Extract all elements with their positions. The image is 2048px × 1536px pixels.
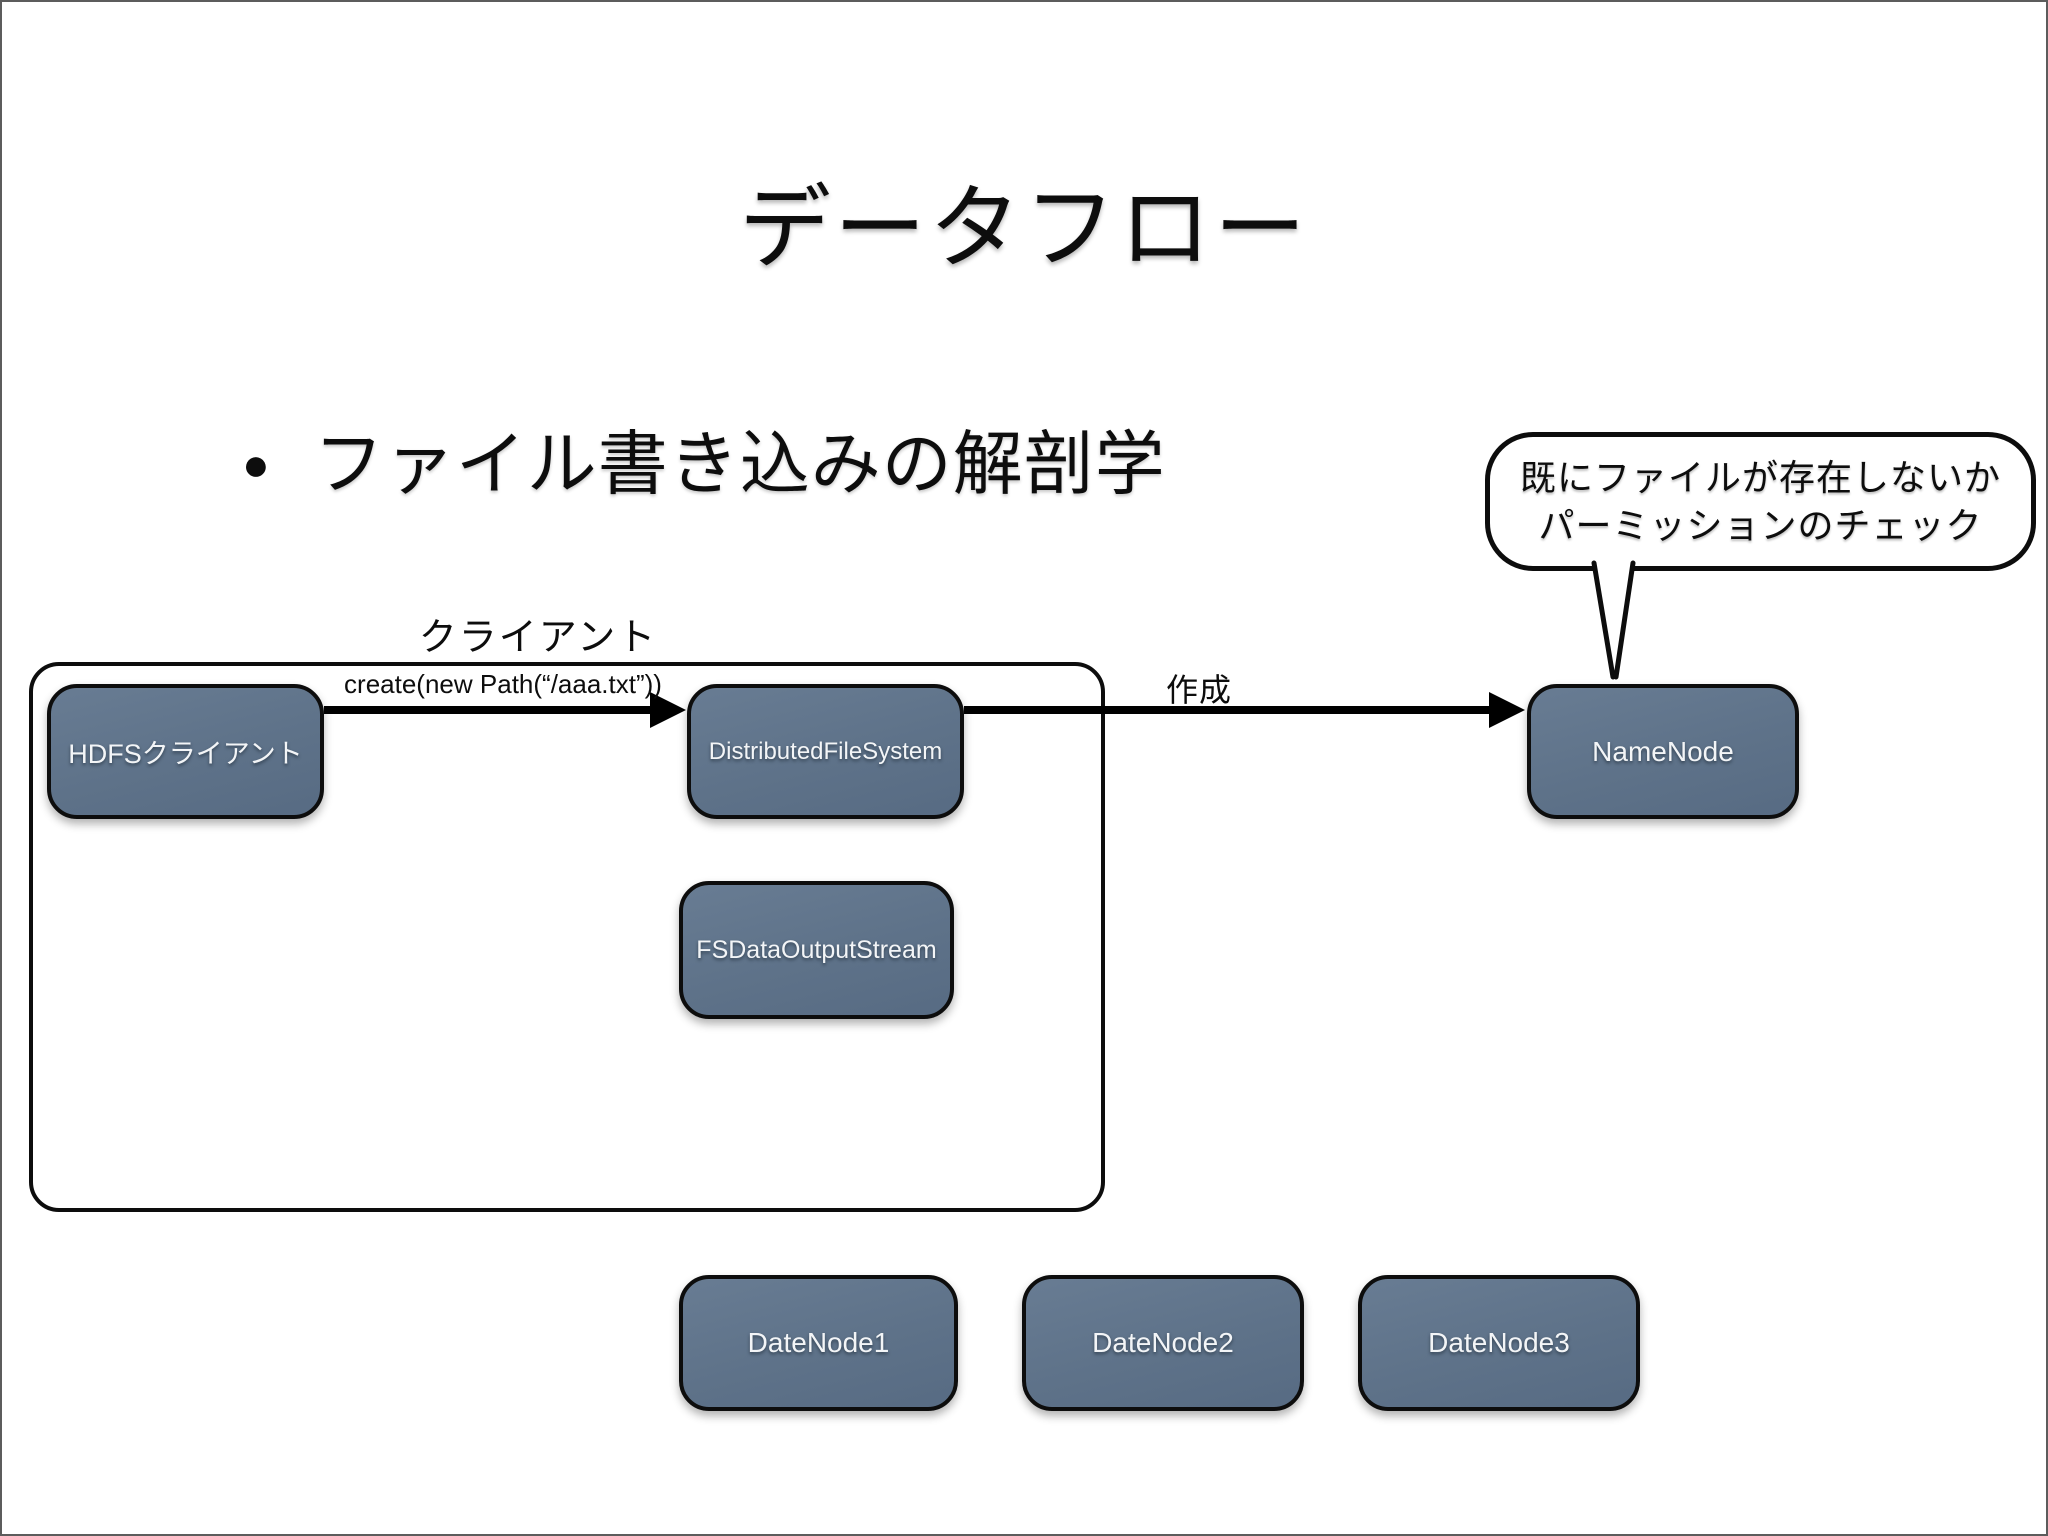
node-hdfs-client: HDFSクライアント (47, 684, 324, 819)
bullet-item: ● ファイル書き込みの解剖学 (242, 408, 1166, 509)
create-call-label: create(new Path(“/aaa.txt”)) (344, 669, 662, 699)
node-fs-data-output-stream: FSDataOutputStream (679, 881, 954, 1019)
callout-line-1: 既にファイルが存在しないか (1519, 456, 2001, 498)
client-group-label: クライアント (418, 617, 658, 659)
node-datenode1: DateNode1 (679, 1275, 958, 1411)
bullet-icon: ● (242, 437, 270, 490)
callout-line-2: パーミッションのチェック (1538, 505, 1983, 546)
node-datenode2: DateNode2 (1022, 1275, 1304, 1411)
bullet-text: ファイル書き込みの解剖学 (313, 425, 1166, 503)
client-group-box (29, 662, 1105, 1212)
callout-bubble: 既にファイルが存在しないか パーミッションのチェック (1485, 432, 2036, 571)
slide-title: データフロー (738, 178, 1309, 280)
create-label: 作成 (1166, 672, 1233, 708)
node-namenode: NameNode (1527, 684, 1799, 819)
callout-tail (1591, 558, 1636, 680)
node-distributed-file-system: DistributedFileSystem (687, 684, 964, 819)
node-datenode3: DateNode3 (1358, 1275, 1640, 1411)
